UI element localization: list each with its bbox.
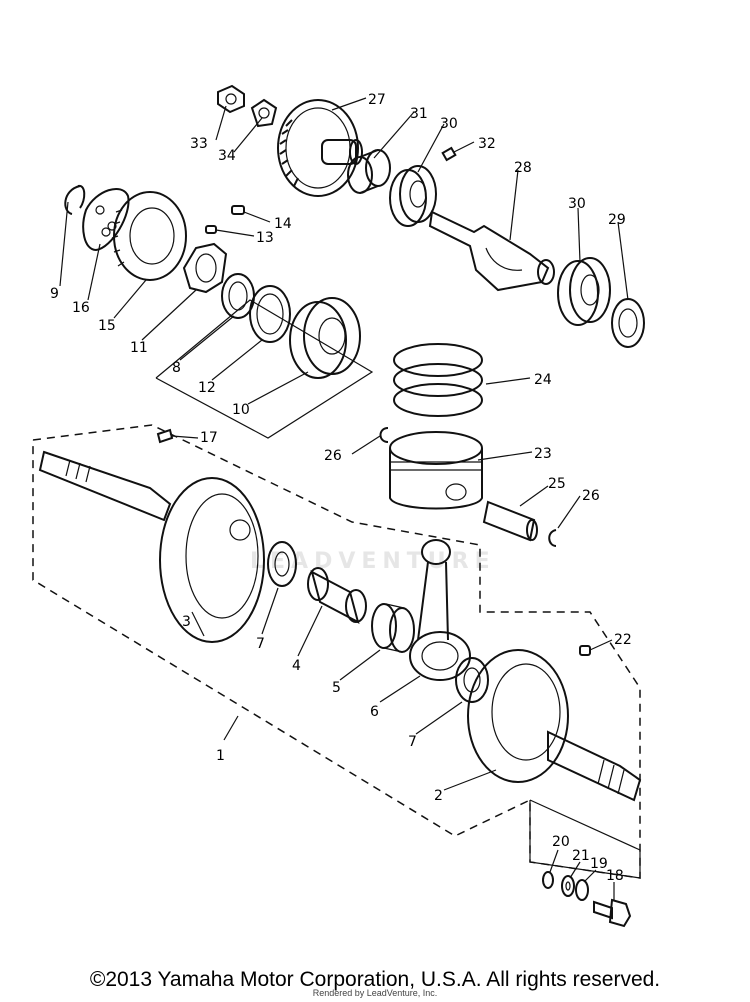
callout-labels: 1 2 3 4 5 6 7 7 8 9 10 11 12 13 14 15 16… bbox=[50, 92, 632, 884]
callout-12: 12 bbox=[198, 380, 216, 396]
callout-16: 16 bbox=[72, 300, 90, 316]
callout-30-right: 30 bbox=[568, 196, 586, 212]
part-washer-7-right bbox=[455, 657, 489, 703]
callout-32: 32 bbox=[478, 136, 496, 152]
part-plate-16 bbox=[82, 187, 130, 252]
part-clip-26-left bbox=[379, 427, 389, 443]
callout-17: 17 bbox=[200, 430, 218, 446]
part-crank-right-2 bbox=[467, 649, 642, 802]
watermark-text: LEADVENTURE bbox=[250, 549, 496, 574]
bearing-group-outline bbox=[155, 299, 374, 439]
callout-3: 3 bbox=[182, 614, 191, 630]
part-collar-31 bbox=[347, 149, 391, 194]
callout-26-left: 26 bbox=[324, 448, 342, 464]
callout-6: 6 bbox=[370, 704, 379, 720]
callout-5: 5 bbox=[332, 680, 341, 696]
part-washer-21 bbox=[561, 875, 575, 897]
part-piston-rings-24 bbox=[393, 343, 483, 417]
callout-19: 19 bbox=[590, 856, 608, 872]
part-bearing-10 bbox=[289, 297, 361, 379]
callout-20: 20 bbox=[552, 834, 570, 850]
callout-30-upper: 30 bbox=[440, 116, 458, 132]
callout-13: 13 bbox=[256, 230, 274, 246]
part-key-13 bbox=[205, 225, 217, 234]
part-clip-26-right bbox=[548, 529, 557, 547]
part-shim-12 bbox=[249, 285, 291, 343]
callout-4: 4 bbox=[292, 658, 301, 674]
part-crank-left-3 bbox=[38, 450, 265, 643]
callout-25: 25 bbox=[548, 476, 566, 492]
callout-15: 15 bbox=[98, 318, 116, 334]
callout-21: 21 bbox=[572, 848, 590, 864]
callout-22: 22 bbox=[614, 632, 632, 648]
part-key-14 bbox=[231, 205, 245, 215]
callout-8: 8 bbox=[172, 360, 181, 376]
part-washer-7-left bbox=[267, 541, 297, 587]
callout-2: 2 bbox=[434, 788, 443, 804]
part-needle-bearing-5 bbox=[371, 603, 415, 653]
rendered-by-credit: Rendered by LeadVenture, Inc. bbox=[312, 988, 438, 998]
copyright-notice: ©2013 Yamaha Motor Corporation, U.S.A. A… bbox=[89, 968, 661, 991]
callout-34: 34 bbox=[218, 148, 236, 164]
callout-23: 23 bbox=[534, 446, 552, 462]
part-o-ring-20 bbox=[542, 871, 554, 889]
part-washer-19 bbox=[575, 879, 589, 901]
part-lock-washer-34 bbox=[250, 98, 278, 128]
part-bearing-30-upper bbox=[389, 165, 437, 227]
part-oil-seal-29 bbox=[611, 298, 645, 348]
part-key-32 bbox=[441, 146, 457, 162]
part-key-22 bbox=[579, 645, 591, 656]
callout-7-right: 7 bbox=[408, 734, 417, 750]
part-gear-15 bbox=[111, 191, 187, 281]
callout-28: 28 bbox=[514, 160, 532, 176]
part-connecting-rod-6 bbox=[409, 539, 471, 681]
part-bolt-18 bbox=[593, 898, 632, 928]
callout-27: 27 bbox=[368, 92, 386, 108]
callout-31: 31 bbox=[410, 106, 428, 122]
callout-14: 14 bbox=[274, 216, 292, 232]
crankshaft-assembly-outline bbox=[32, 424, 641, 879]
part-bearing-30-right bbox=[557, 257, 611, 326]
callout-11: 11 bbox=[130, 340, 148, 356]
part-piston-23 bbox=[389, 431, 483, 510]
part-balancer-shaft-28 bbox=[428, 210, 555, 292]
part-piston-pin-25 bbox=[482, 500, 538, 542]
part-collar-11 bbox=[182, 242, 228, 294]
callout-9: 9 bbox=[50, 286, 59, 302]
part-nut-33 bbox=[217, 84, 245, 114]
part-key-17 bbox=[156, 428, 174, 444]
leader-lines bbox=[59, 97, 629, 900]
bolt-group-outline bbox=[529, 799, 641, 879]
callout-10: 10 bbox=[232, 402, 250, 418]
callout-18: 18 bbox=[606, 868, 624, 884]
part-balancer-gear-27 bbox=[277, 99, 363, 197]
callout-29: 29 bbox=[608, 212, 626, 228]
callout-7-left: 7 bbox=[256, 636, 265, 652]
callout-24: 24 bbox=[534, 372, 552, 388]
callout-26-right: 26 bbox=[582, 488, 600, 504]
part-crank-pin-4 bbox=[307, 567, 367, 624]
callout-33: 33 bbox=[190, 136, 208, 152]
callout-1: 1 bbox=[216, 748, 225, 764]
part-circlip-9 bbox=[64, 184, 86, 215]
